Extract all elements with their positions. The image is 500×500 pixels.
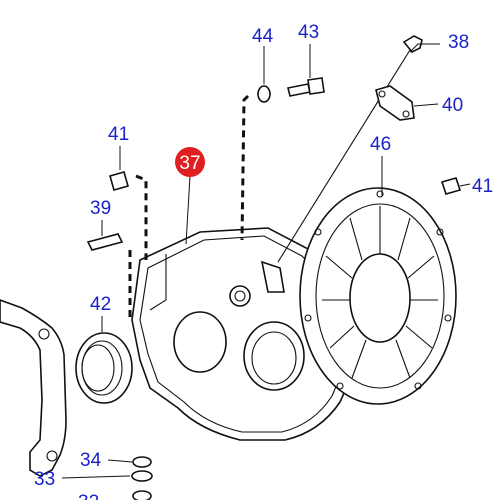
part-41-right-label[interactable]: 41 [472,176,493,197]
flywheel-housing [131,227,354,441]
seal-ring [75,332,133,404]
timing-cover-gasket [0,299,67,477]
part-44-label[interactable]: 44 [252,26,274,47]
part-34-label[interactable]: 34 [80,450,102,471]
part-38-label[interactable]: 38 [448,32,469,53]
cover-plate [375,85,415,121]
part-37-label: 37 [179,153,200,174]
bolt-and-washer [240,77,325,241]
nut-right [440,177,462,195]
flywheel-cover [299,187,457,405]
bolt [277,35,423,263]
part-32-label[interactable]: 32 [78,492,99,500]
part-42-label[interactable]: 42 [90,294,111,315]
part-33-label[interactable]: 33 [34,469,55,490]
part-39-label[interactable]: 39 [90,198,111,219]
nut-and-pin [86,171,148,320]
part-43-label[interactable]: 43 [298,22,319,43]
part-46-label[interactable]: 46 [370,134,391,155]
part-37-callout[interactable]: 37 [175,147,205,177]
part-40-label[interactable]: 40 [442,95,463,116]
lower-fasteners [131,456,153,500]
leader-lines [61,43,471,479]
part-41-left-label[interactable]: 41 [108,124,129,145]
